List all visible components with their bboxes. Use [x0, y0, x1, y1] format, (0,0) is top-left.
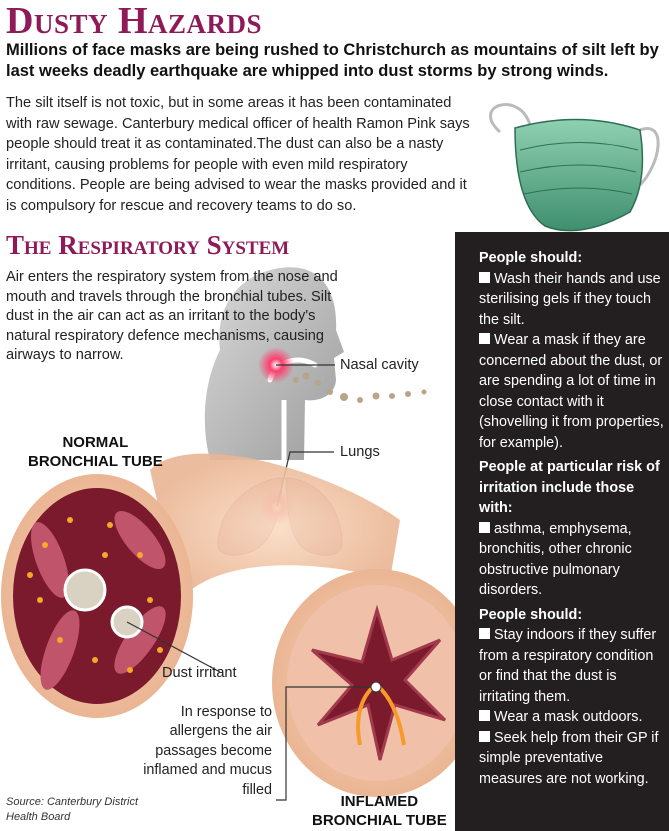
sidebar-item: Seek help from their GP if simple preven…	[479, 728, 665, 790]
nasal-cavity-label: Nasal cavity	[340, 357, 419, 373]
inflamed-tube-caption-line2: BRONCHIAL TUBE	[312, 812, 447, 829]
source-credit: Source: Canterbury District Health Board	[6, 796, 139, 823]
sidebar-item-text: asthma, emphysema, bronchitis, other chr…	[479, 520, 632, 599]
inflamed-tube-illustration	[272, 569, 482, 797]
lungs-label: Lungs	[340, 444, 380, 460]
sidebar-heading-2: People at particular risk of irritation …	[479, 459, 660, 516]
normal-tube-illustration	[1, 453, 400, 718]
response-note: In response to allergens the air passage…	[143, 704, 272, 798]
bullet-square-icon	[479, 333, 490, 344]
sidebar-heading-3: People should:	[479, 606, 583, 623]
sidebar-item-text: Seek help from their GP if simple preven…	[479, 729, 659, 787]
page-title: Dusty Hazards	[6, 0, 263, 42]
inflamed-tube-caption: INFLAMED BRONCHIAL TUBE	[312, 792, 447, 830]
normal-tube-caption: NORMAL BRONCHIAL TUBE	[28, 433, 163, 471]
sidebar-item: Wear a mask outdoors.	[479, 707, 665, 728]
bullet-square-icon	[479, 521, 490, 533]
sidebar-item: Wash their hands and use sterilising gel…	[479, 269, 665, 331]
body-paragraph: The silt itself is not toxic, but in som…	[6, 95, 470, 214]
sidebar-item-text: Wear a mask if they are concerned about …	[479, 332, 664, 451]
dust-particles	[293, 372, 427, 403]
sidebar-item-text: Wear a mask outdoors.	[494, 709, 643, 725]
normal-tube-caption-line2: BRONCHIAL TUBE	[28, 453, 163, 470]
sidebar-item: Stay indoors if they suffer from a respi…	[479, 625, 665, 707]
bullet-square-icon	[479, 628, 490, 639]
sidebar-heading-1: People should:	[479, 250, 583, 266]
section-intro: Air enters the respiratory system from t…	[6, 269, 338, 364]
sidebar-item-text: Stay indoors if they suffer from a respi…	[479, 627, 657, 705]
face-mask-illustration	[489, 103, 660, 232]
sidebar-item-text: Wash their hands and use sterilising gel…	[479, 270, 661, 328]
sidebar-item: Wear a mask if they are concerned about …	[479, 330, 665, 453]
section-title: The Respiratory System	[6, 230, 290, 260]
advice-sidebar: People should: Wash their hands and use …	[455, 232, 669, 831]
bullet-square-icon	[479, 730, 490, 742]
dust-irritant-label: Dust irritant	[162, 665, 237, 681]
bullet-square-icon	[479, 710, 490, 721]
sidebar-item: asthma, emphysema, bronchitis, other chr…	[479, 519, 665, 601]
normal-tube-caption-line1: NORMAL	[62, 434, 129, 451]
inflamed-tube-caption-line1: INFLAMED	[340, 793, 419, 810]
lead-paragraph: Millions of face masks are being rushed …	[6, 41, 659, 80]
bullet-square-icon	[479, 271, 490, 283]
